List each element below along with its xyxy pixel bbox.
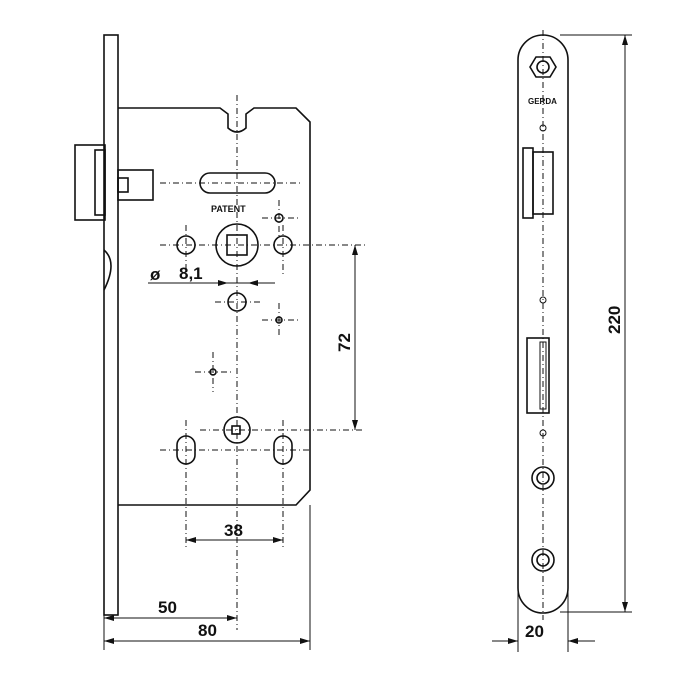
dim-20: 20: [525, 622, 544, 641]
strike-logo: GERDA: [528, 97, 557, 106]
lock-case: [118, 107, 311, 506]
diameter-symbol: ø: [150, 265, 161, 284]
diameter-value: 8,1: [179, 264, 203, 283]
dim-38: 38: [224, 521, 243, 540]
strike-plate-view: GERDA 220 20: [492, 30, 632, 652]
dim-220: 220: [605, 306, 624, 334]
lock-body-view: PATENT ø 8,1: [74, 34, 365, 650]
latch-bolt: [74, 144, 106, 221]
patent-label: PATENT: [211, 204, 246, 214]
faceplate: [103, 34, 119, 616]
dim-80: 80: [198, 621, 217, 640]
dim-72: 72: [335, 333, 354, 352]
bolt-opening: [526, 337, 550, 414]
dim-50: 50: [158, 598, 177, 617]
